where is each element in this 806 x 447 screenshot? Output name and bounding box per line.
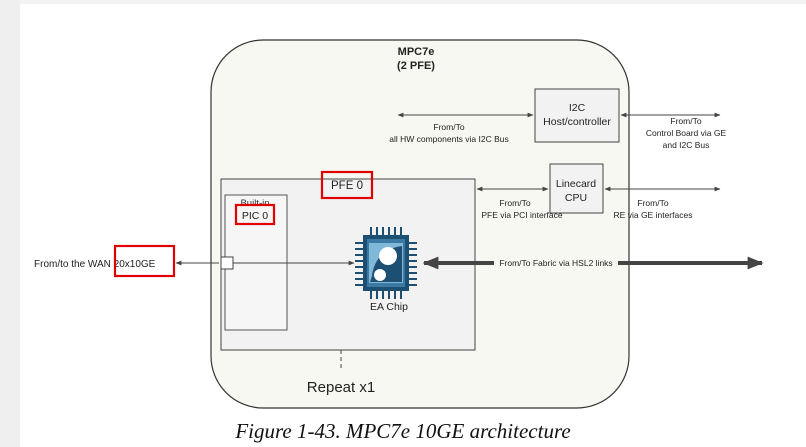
ea-chip-icon xyxy=(355,227,417,299)
pci-label-line1: From/To xyxy=(499,198,530,208)
control-board-label-line2: Control Board via GE xyxy=(646,128,727,138)
linecard-cpu-line2: CPU xyxy=(565,192,587,204)
control-board-label-line3: and I2C Bus xyxy=(663,140,710,150)
card-subtitle: (2 PFE) xyxy=(397,60,435,72)
fabric-label-bg xyxy=(494,256,618,269)
top-border xyxy=(20,0,806,4)
pfe-label: PFE 0 xyxy=(331,180,363,192)
i2c-box-line2: Host/controller xyxy=(543,116,611,128)
left-margin-bar xyxy=(0,0,20,447)
wan-label: From/to the WAN 20x10GE xyxy=(34,259,156,270)
pic-label-highlight xyxy=(234,203,276,226)
chip-label: EA Chip xyxy=(370,301,408,313)
i2c-box-line1: I2C xyxy=(569,102,586,114)
control-board-label-line1: From/To xyxy=(670,116,701,126)
linecard-cpu-box xyxy=(549,163,604,214)
i2c-bus-label-line1: From/To xyxy=(433,122,464,132)
linecard-cpu-line1: Linecard xyxy=(556,178,596,190)
wan-label-highlight xyxy=(113,244,176,278)
i2c-bus-label-line2: all HW components via I2C Bus xyxy=(389,134,509,144)
pic-builtin-label: Built-in xyxy=(240,198,269,209)
pic-label: PIC 0 xyxy=(242,210,268,222)
wan-port xyxy=(220,256,234,270)
i2c-host-controller-box xyxy=(534,88,620,143)
re-label-line1: From/To xyxy=(637,198,668,208)
card-title: MPC7e xyxy=(398,46,435,58)
repeat-label: Repeat x1 xyxy=(307,379,375,396)
pfe-label-highlight xyxy=(320,170,374,200)
fabric-label: From/To Fabric via HSL2 links xyxy=(499,258,612,268)
re-label-line2: RE via GE interfaces xyxy=(614,210,693,220)
figure-caption: Figure 1-43. MPC7e 10GE architecture xyxy=(235,419,571,443)
pci-label-line2: PFE via PCI interface xyxy=(481,210,563,220)
